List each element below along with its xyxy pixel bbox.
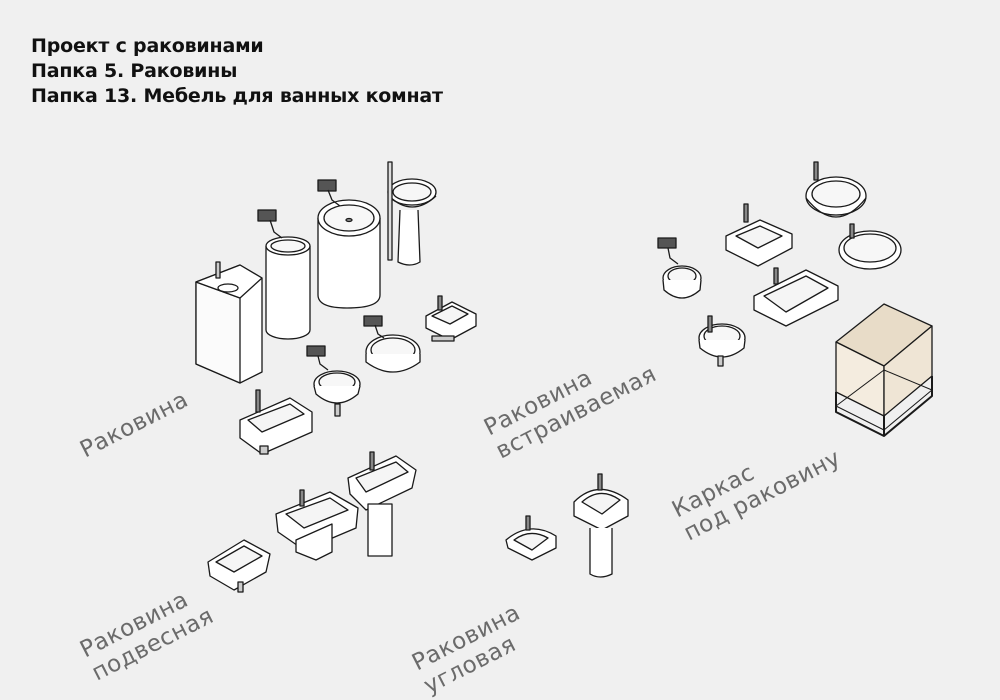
- folder-13-title: Папка 13. Мебель для ванных комнат: [31, 85, 443, 107]
- trough-sink: [239, 389, 313, 455]
- wall-hung-sink-cabinet: [275, 489, 359, 561]
- wide-rect-builtin-sink: [753, 267, 839, 327]
- cylinder-sink: [257, 209, 311, 340]
- round-wall-sink: [306, 345, 361, 417]
- round-pedestal-sink: [387, 161, 437, 266]
- folder-5-title: Папка 5. Раковины: [31, 60, 238, 82]
- square-builtin-sink: [725, 203, 793, 267]
- project-title: Проект с раковинами: [31, 35, 264, 57]
- wall-hung-sink-pedestal: [347, 451, 417, 557]
- small-wall-sink: [425, 295, 477, 342]
- oval-builtin-sink-tilted: [838, 223, 902, 270]
- page-header: Проект с раковинами Папка 5. Раковины Па…: [31, 34, 443, 109]
- round-builtin-sink-left: [657, 237, 702, 299]
- wall-hung-sink-small: [207, 539, 271, 593]
- round-builtin-sink-bottom: [698, 315, 746, 367]
- oval-floor-sink: [317, 179, 381, 309]
- vanity-frame: [835, 303, 933, 437]
- corner-sink-pedestal: [573, 473, 629, 578]
- oval-builtin-sink-top: [805, 161, 867, 218]
- oval-counter-sink: [363, 315, 421, 373]
- pedestal-cabinet-sink: [195, 261, 263, 384]
- corner-sink-small: [505, 515, 557, 561]
